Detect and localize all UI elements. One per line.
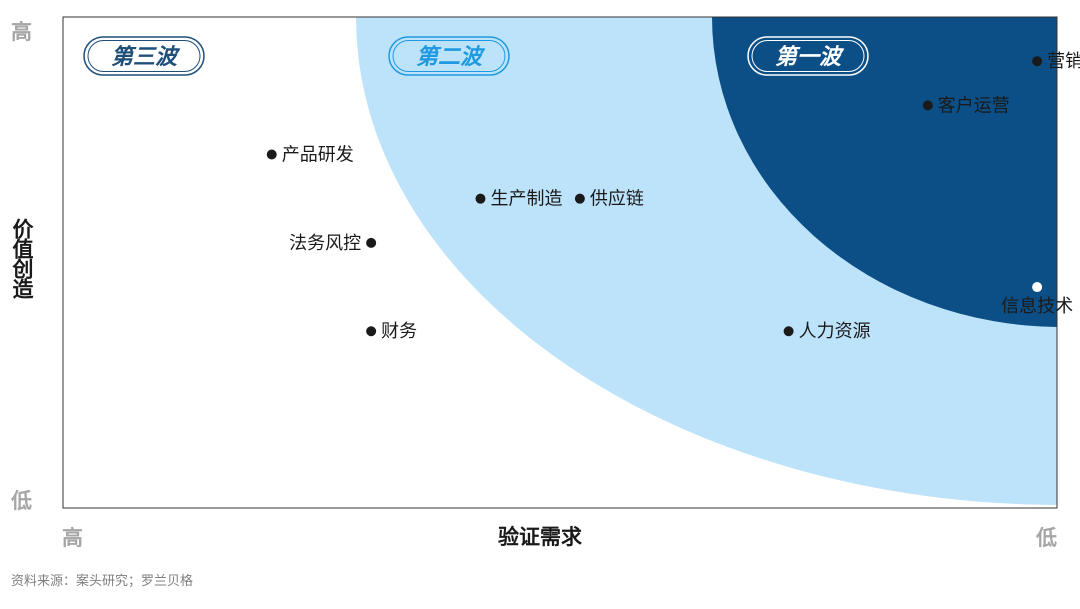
data-point: 客户运营: [922, 95, 1010, 116]
data-point-marker: [1032, 56, 1043, 67]
x-axis-low-label: 低: [1036, 526, 1057, 550]
data-point: 财务: [366, 321, 417, 342]
data-point-label: 人力资源: [799, 321, 871, 342]
data-point-marker: [922, 100, 933, 111]
wave-label-first: 第一波: [775, 44, 845, 70]
data-point-marker: [783, 326, 794, 337]
data-point-marker: [574, 193, 585, 204]
x-axis-high-label: 高: [62, 526, 83, 550]
plot-frame: [62, 16, 1058, 509]
wave-badge-third: 第三波: [83, 36, 205, 76]
y-axis-high-label: 高: [11, 20, 32, 44]
data-point-label: 生产制造: [490, 189, 562, 210]
first-wave-region: [712, 17, 1057, 327]
x-axis-title: 验证需求: [498, 525, 582, 549]
data-point: 法务风控: [289, 233, 377, 254]
data-point-label: 供应链: [590, 189, 644, 210]
data-point-label: 营销: [1047, 51, 1080, 72]
data-point-label: 法务风控: [289, 233, 361, 254]
y-axis-title: 价值创造: [10, 218, 34, 298]
wave-label-second: 第二波: [416, 44, 486, 70]
data-point: 供应链: [574, 189, 644, 210]
wave-label-third: 第三波: [111, 44, 181, 70]
data-point: 信息技术: [1001, 282, 1073, 317]
data-point: 营销: [1032, 51, 1080, 72]
data-point-label: 财务: [381, 321, 417, 342]
data-point-marker: [1032, 282, 1043, 293]
data-point-label: 信息技术: [1001, 296, 1073, 317]
wave-badge-first: 第一波: [747, 36, 869, 76]
data-point: 生产制造: [475, 189, 562, 210]
data-point-marker: [266, 149, 277, 160]
y-axis-low-label: 低: [11, 489, 32, 513]
wave-badge-second: 第二波: [388, 36, 510, 76]
data-point: 人力资源: [783, 321, 871, 342]
data-point-label: 客户运营: [938, 95, 1010, 116]
data-point-marker: [475, 193, 486, 204]
data-point-marker: [366, 237, 377, 248]
data-point: 产品研发: [266, 144, 354, 165]
data-point-label: 产品研发: [282, 144, 354, 165]
data-point-marker: [366, 326, 377, 337]
source-note: 资料来源：案头研究；罗兰贝格: [11, 574, 194, 589]
